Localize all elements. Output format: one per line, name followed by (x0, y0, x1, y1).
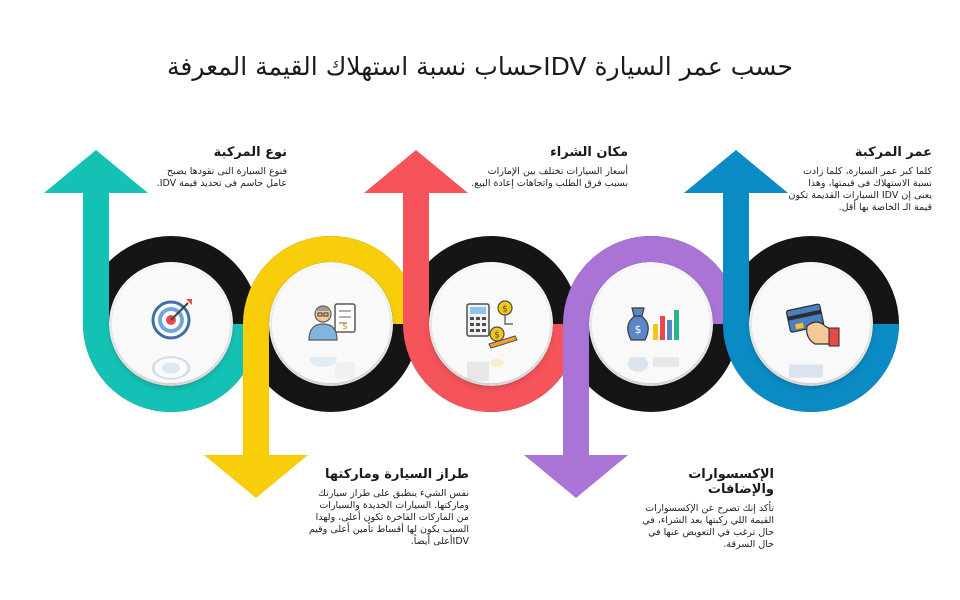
disc-4 (592, 265, 710, 383)
page-title: حسب عمر السيارة IDVحساب نسبة استهلاك الق… (166, 52, 794, 81)
stage-block-vehicle-type: نوع المركبة فنوع السيارة التى تقودها يصب… (150, 145, 287, 190)
purple-arc (563, 236, 739, 325)
svg-text:$: $ (342, 322, 348, 332)
money-bag-chart-icon: $ (627, 307, 679, 372)
yellow-arc (243, 236, 419, 325)
blue-arc (723, 323, 899, 412)
stage-block-accessories: الإكسسوارات والإضافات تأكد إنك تصرح عن ا… (632, 467, 774, 551)
card-hand-icon (785, 303, 840, 378)
teal-arrowhead (44, 150, 148, 193)
stage-heading: عمر المركبة (854, 145, 932, 160)
blue-arrowhead (684, 150, 788, 193)
calculator-coins-icon: $ $ (466, 300, 518, 381)
disc-3 (432, 265, 550, 383)
stage-block-vehicle-age: عمر المركبة كلما كبر عمر السيارة، كلما ز… (788, 145, 932, 214)
svg-text:$: $ (502, 305, 508, 315)
yellow-arrowhead (204, 455, 308, 498)
stage-text: كلما كبر عمر السيارة، كلما زادت نسبة الا… (788, 166, 932, 213)
stage-heading: مكان الشراء (550, 145, 628, 160)
stage-block-purchase-place: مكان الشراء أسعار السيارات تختلف بين الإ… (470, 145, 628, 190)
stage-block-model-brand: طراز السيارة وماركتها نفس الشيء ينطبق عل… (306, 467, 469, 548)
svg-text:$: $ (494, 331, 500, 341)
svg-text:$: $ (635, 323, 642, 336)
red-arrowhead (364, 150, 468, 193)
purple-arrowhead (524, 455, 628, 498)
red-arc (403, 323, 579, 412)
disc-2 (272, 265, 390, 383)
person-document-icon: $ (308, 303, 356, 379)
stage-text: نفس الشيء ينطبق على طراز سيارتك وماركتها… (308, 488, 469, 547)
stage-text: فنوع السيارة التى تقودها يصبح عامل حاسم … (156, 166, 287, 189)
teal-arc (83, 323, 259, 412)
stage-heading: نوع المركبة (213, 145, 287, 160)
stage-text: أسعار السيارات تختلف بين الإمارات بسبب ف… (471, 166, 628, 189)
stage-heading: الإكسسوارات والإضافات (688, 467, 774, 497)
target-icon (151, 299, 192, 380)
stage-text: تأكد إنك تصرح عن الإكسسوارات القيمة اللي… (642, 503, 774, 550)
stage-heading: طراز السيارة وماركتها (324, 467, 469, 482)
